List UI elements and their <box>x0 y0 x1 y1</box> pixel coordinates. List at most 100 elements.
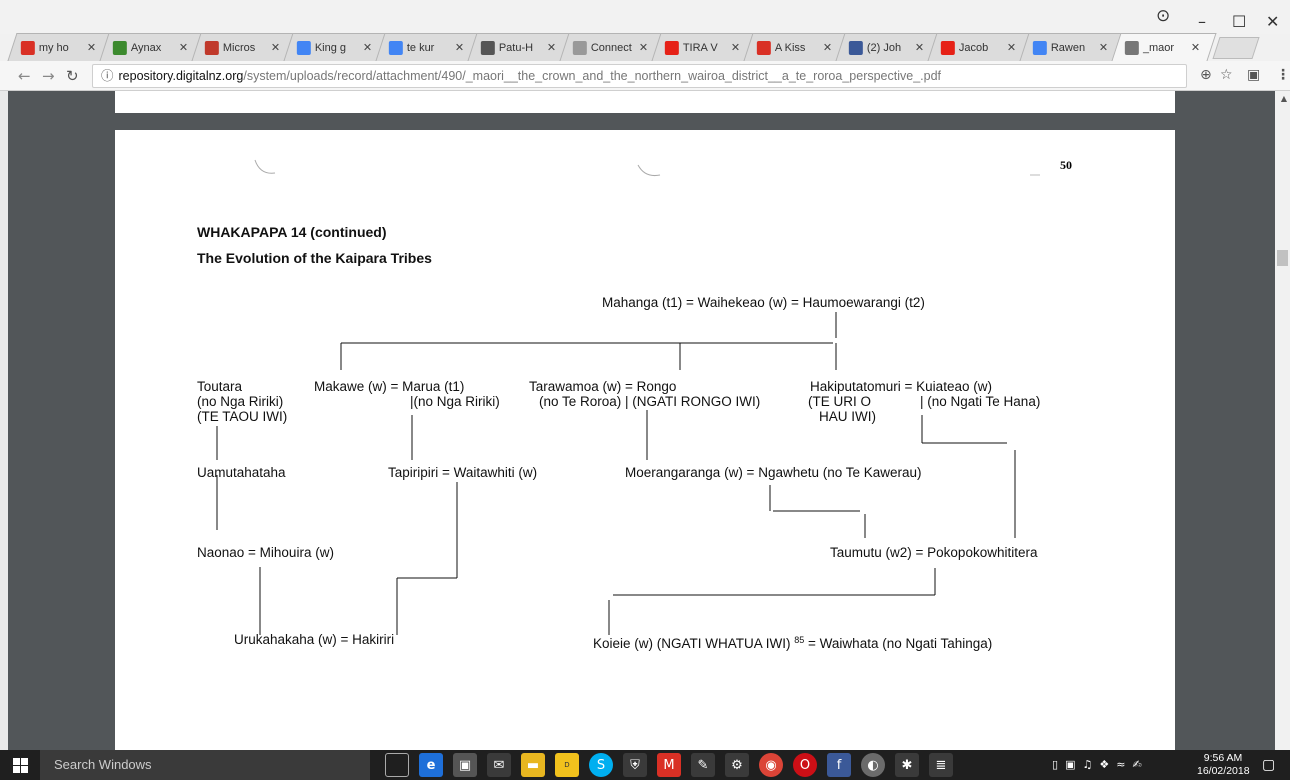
volume-icon[interactable]: ♫ <box>1082 758 1093 771</box>
browser-tab[interactable]: _maor✕ <box>1111 33 1217 61</box>
extension-icon[interactable]: ▣ <box>1247 67 1261 83</box>
browser-tab[interactable]: A Kiss✕ <box>743 33 847 61</box>
taskbar-clock[interactable]: 9:56 AM 16/02/2018 <box>1197 752 1250 778</box>
browser-tab[interactable]: Jacob✕ <box>927 33 1031 61</box>
tab-close-icon[interactable]: ✕ <box>822 42 833 54</box>
person-uamutahataha: Uamutahataha <box>197 465 286 480</box>
hakiputatomuri-iwi-1: (TE URI O <box>808 394 871 409</box>
tab-close-icon[interactable]: ✕ <box>546 42 557 54</box>
file-explorer-icon[interactable]: ▬ <box>521 753 545 777</box>
globe-icon[interactable]: ◐ <box>861 753 885 777</box>
new-tab-button[interactable] <box>1212 37 1260 59</box>
tab-close-icon[interactable]: ✕ <box>914 42 925 54</box>
tab-close-icon[interactable]: ✕ <box>178 42 189 54</box>
network-icon[interactable]: ❖ <box>1099 758 1110 771</box>
browser-tab[interactable]: Micros✕ <box>191 33 295 61</box>
browser-tab[interactable]: te kur✕ <box>375 33 479 61</box>
person-urukahakaha: Urukahakaha (w) = Hakiriri <box>234 632 395 647</box>
skype-icon[interactable]: S <box>589 753 613 777</box>
tray-app-icon[interactable]: ▣ <box>1065 758 1076 771</box>
tab-close-icon[interactable]: ✕ <box>86 42 97 54</box>
address-path: /system/uploads/record/attachment/490/_m… <box>243 69 942 83</box>
task-view-icon[interactable] <box>385 753 409 777</box>
browser-tab[interactable]: Aynax ✕ <box>99 33 203 61</box>
tab-close-icon[interactable]: ✕ <box>362 42 373 54</box>
tab-close-icon[interactable]: ✕ <box>1098 42 1109 54</box>
tab-close-icon[interactable]: ✕ <box>454 42 465 54</box>
taskbar-apps: e ▣ ✉ ▬ D S ⛨ M ✎ ⚙ ◉ O f ◐ ✱ ≣ <box>385 753 953 777</box>
battery-icon[interactable]: ▯ <box>1052 758 1059 771</box>
dlink-icon[interactable]: D <box>555 753 579 777</box>
scroll-up-icon[interactable]: ▲ <box>1280 94 1287 103</box>
browser-tab[interactable]: King g✕ <box>283 33 387 61</box>
person-taumutu: Taumutu (w2) = Pokopokowhititera <box>830 545 1038 560</box>
browser-tab[interactable]: TIRA V ✕ <box>651 33 755 61</box>
tab-label: (2) Joh <box>866 41 902 54</box>
pdf-page: 50 WHAKAPAPA 14 (continued) The Evolutio… <box>115 130 1175 750</box>
tab-close-icon[interactable]: ✕ <box>638 42 649 54</box>
menu-icon[interactable]: ⋮ <box>1276 67 1290 83</box>
mail-icon[interactable]: ✉ <box>487 753 511 777</box>
start-button[interactable] <box>0 750 40 780</box>
tab-strip: my ho✕Aynax✕Micros✕King g✕te kur✕Patu-H✕… <box>7 33 1260 61</box>
tab-close-icon[interactable]: ✕ <box>1190 42 1201 54</box>
notepad-icon[interactable]: ≣ <box>929 753 953 777</box>
info-icon[interactable]: ⓘ <box>101 68 114 83</box>
chrome-icon[interactable]: ◉ <box>759 753 783 777</box>
scrollbar-thumb[interactable] <box>1277 250 1288 266</box>
pen-icon[interactable]: ✍ <box>1132 758 1142 771</box>
reload-icon[interactable]: ↻ <box>66 67 79 85</box>
minimize-button[interactable]: – <box>1198 12 1206 31</box>
windows-logo-icon <box>12 757 28 773</box>
google-icon <box>296 40 311 55</box>
browser-tab[interactable]: (2) Joh ✕ <box>835 33 939 61</box>
network-app-icon[interactable]: ✱ <box>895 753 919 777</box>
title-bar: ⊙ – ☐ ✕ <box>0 0 1290 34</box>
person-naonao: Naonao = Mihouira (w) <box>197 545 334 560</box>
back-arrow-icon[interactable]: ← <box>18 67 31 85</box>
facebook-taskbar-icon[interactable]: f <box>827 753 851 777</box>
tab-close-icon[interactable]: ✕ <box>270 42 281 54</box>
clock-date: 16/02/2018 <box>1197 765 1250 777</box>
browser-tab[interactable]: Rawen ✕ <box>1019 33 1123 61</box>
tab-close-icon[interactable]: ✕ <box>1006 42 1017 54</box>
tab-close-icon[interactable]: ✕ <box>730 42 741 54</box>
tab-label: Connect t <box>590 41 635 54</box>
vertical-scrollbar[interactable] <box>1275 91 1290 750</box>
microsoft-icon <box>204 40 219 55</box>
close-window-button[interactable]: ✕ <box>1266 12 1280 31</box>
tarawamoa-origin: (no Te Roroa) | (NGATI RONGO IWI) <box>539 394 761 409</box>
previous-page-bottom <box>115 91 1175 113</box>
browser-tab[interactable]: Connect t✕ <box>559 33 663 61</box>
edge-icon[interactable]: e <box>419 753 443 777</box>
tab-label: TIRA V <box>682 41 718 54</box>
tab-label: Rawen <box>1050 41 1086 54</box>
google-icon <box>388 40 403 55</box>
opera-icon[interactable]: O <box>793 753 817 777</box>
footnote-ref: 85 <box>794 635 805 645</box>
taskbar-search[interactable]: Search Windows <box>40 750 370 780</box>
hakiputatomuri-iwi-2: HAU IWI) <box>819 409 876 424</box>
action-center-icon[interactable]: ▢ <box>1262 757 1276 773</box>
paint-icon[interactable]: ✎ <box>691 753 715 777</box>
gmail-taskbar-icon[interactable]: M <box>657 753 681 777</box>
zoom-icon[interactable]: ⊕ <box>1200 67 1212 83</box>
marua-origin: |(no Nga Ririki) <box>410 394 500 409</box>
browser-tab[interactable]: my ho✕ <box>7 33 111 61</box>
bookmark-star-icon[interactable]: ☆ <box>1220 67 1233 83</box>
account-circle-icon[interactable]: ⊙ <box>1156 6 1171 26</box>
shield-icon[interactable]: ⛨ <box>623 753 647 777</box>
toutara-iwi: (TE TAOU IWI) <box>197 409 288 424</box>
browser-tab[interactable]: Patu-H✕ <box>467 33 571 61</box>
person-koieie: Koieie (w) (NGATI WHATUA IWI) 85 = Waiwh… <box>593 632 992 652</box>
tab-label: Aynax <box>130 41 162 54</box>
gmail-icon <box>20 40 35 55</box>
store-icon[interactable]: ▣ <box>453 753 477 777</box>
wifi-icon[interactable]: ≈ <box>1116 758 1126 771</box>
forward-arrow-icon[interactable]: → <box>42 67 55 85</box>
maximize-button[interactable]: ☐ <box>1232 12 1247 31</box>
settings-gear-icon[interactable]: ⚙ <box>725 753 749 777</box>
person-makawe: Makawe (w) = Marua (t1) <box>314 379 465 394</box>
